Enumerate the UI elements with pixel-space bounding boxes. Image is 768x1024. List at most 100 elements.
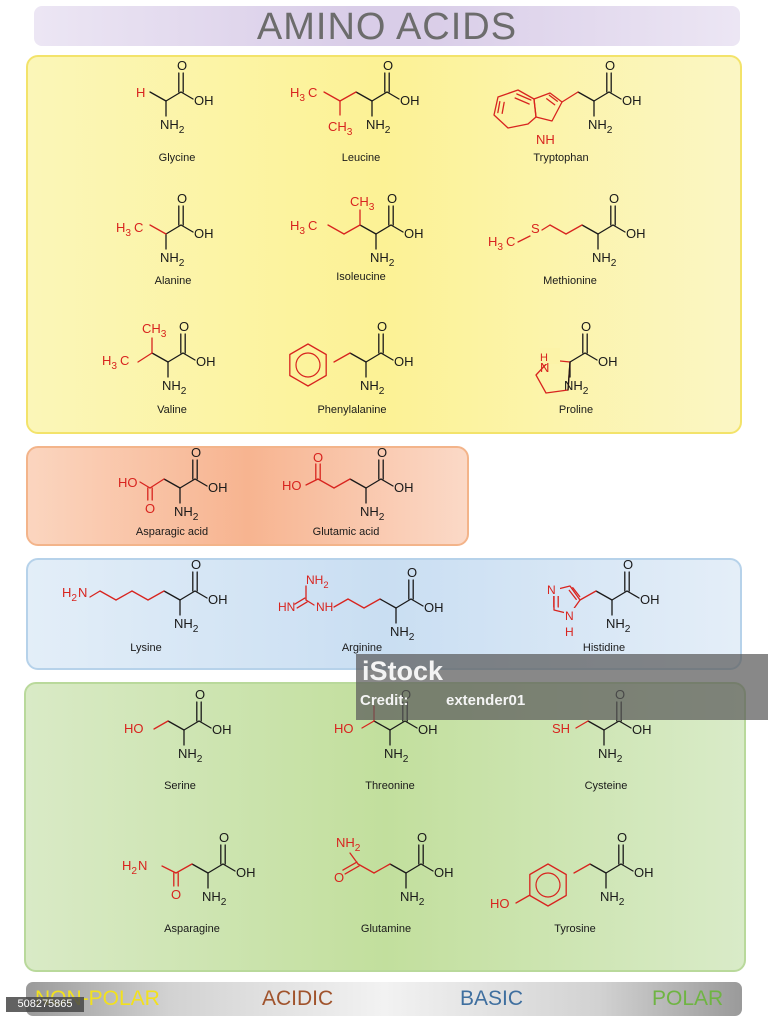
hydroxyl-label: OH — [598, 354, 618, 369]
pyrrole-ring — [533, 92, 563, 122]
backbone-bond — [380, 352, 394, 361]
backbone-bond — [380, 478, 394, 487]
methyl-carbon: C — [506, 234, 515, 249]
hydroxyl-label: OH — [404, 226, 424, 241]
carbonyl-oxygen: O — [195, 687, 205, 702]
backbone-bond — [605, 863, 622, 874]
backbone-bond — [365, 352, 382, 363]
side-chain-bond — [579, 590, 597, 601]
indole-nh: NH — [536, 132, 555, 147]
carbonyl-oxygen: O — [179, 319, 189, 334]
amino-acid-name: Lysine — [130, 642, 162, 654]
hydroxyl-label: OH — [208, 592, 228, 607]
aromatic-bond — [546, 98, 556, 106]
backbone-bond — [375, 224, 392, 235]
backbone-bond — [165, 224, 182, 235]
amine-label: NH2 — [360, 504, 385, 523]
carbonyl-oxygen: O — [313, 450, 323, 465]
methyl-label: H3 — [290, 218, 305, 237]
side-chain-bond — [151, 352, 169, 363]
backbone-bond — [405, 863, 422, 874]
aromatic-bond — [548, 94, 558, 102]
backbone-bond — [626, 590, 640, 599]
side-chain-bond — [167, 720, 185, 731]
backbone-bond — [207, 863, 224, 874]
backbone-bond — [179, 478, 196, 489]
carbonyl-oxygen: O — [334, 870, 344, 885]
amino-acid-name: Cysteine — [584, 780, 628, 792]
amine-label: NH2 — [360, 378, 385, 397]
amino-acid-name: Arginine — [341, 642, 383, 654]
ring-nitrogen: N — [540, 360, 549, 375]
polar-panel — [24, 682, 746, 972]
carbonyl-oxygen: O — [581, 319, 591, 334]
watermark-user: extender01 — [446, 692, 526, 709]
amino-acid-name: Valine — [157, 404, 187, 416]
backbone-bond — [395, 598, 412, 609]
side-chain-bond — [361, 720, 375, 729]
methyl-label: H3 — [116, 220, 131, 239]
hydroxyl-label: HO — [490, 896, 510, 911]
side-chain-bond — [339, 91, 357, 102]
side-chain-bond — [99, 590, 117, 601]
ring-nitrogen: N — [565, 609, 574, 623]
amine-label: NH2 — [306, 573, 329, 590]
hydroxyl-label: OH — [632, 722, 652, 737]
benzene-ring — [493, 89, 537, 129]
amine-label: NH2 — [600, 889, 625, 908]
carbonyl-oxygen: O — [407, 565, 417, 580]
side-chain-bond — [163, 590, 181, 601]
backbone-bond — [179, 590, 196, 601]
amino-acid-name: Histidine — [582, 642, 626, 654]
side-chain-bond — [379, 598, 397, 609]
carbonyl-oxygen: O — [387, 191, 397, 206]
side-chain-bond — [131, 590, 149, 601]
aromatic-circle — [295, 352, 321, 378]
amino-acid-name: Proline — [558, 404, 594, 416]
side-chain-bond — [363, 598, 381, 609]
amino-acid-name: Threonine — [365, 780, 415, 792]
side-chain-bond — [389, 863, 407, 874]
acidic-panel — [26, 446, 469, 546]
side-chain-bond — [89, 590, 101, 598]
aromatic-circle — [535, 872, 561, 898]
arginine-nh: NH — [316, 600, 333, 614]
basic-panel — [26, 558, 742, 670]
side-chain-bond — [359, 224, 377, 235]
amino-acid-name: Methionine — [543, 275, 597, 287]
amine-label: NH2 — [390, 624, 415, 643]
methyl-label: CH3 — [350, 194, 375, 213]
amino-acid-name: Asparagic acid — [135, 526, 209, 538]
hydroxyl-label: OH — [196, 354, 216, 369]
amine-label: NH2 — [174, 504, 199, 523]
backbone-bond — [569, 352, 586, 363]
carbonyl-oxygen: O — [191, 445, 201, 460]
title-bar: AMINO ACIDS — [34, 6, 740, 48]
backbone-bond — [198, 720, 212, 729]
hydroxyl-label: OH — [626, 226, 646, 241]
hydroxyl-label: HO — [282, 478, 302, 493]
side-chain-bond — [333, 478, 351, 489]
amino-acid-name: Isoleucine — [336, 271, 386, 283]
backbone-bond — [167, 352, 184, 363]
thiol-label: SH — [552, 721, 570, 736]
side-chain-bond — [149, 91, 167, 102]
side-chain-bond — [305, 599, 315, 606]
side-chain-bond — [587, 720, 605, 731]
carbonyl-oxygen: O — [171, 887, 181, 902]
side-chain-bond — [357, 863, 375, 874]
backbone-bond — [620, 863, 634, 872]
backbone-bond — [603, 720, 620, 731]
backbone-bond — [386, 91, 400, 100]
aromatic-bond — [568, 589, 577, 601]
watermark-id: 508275865 — [6, 997, 84, 1012]
imine-bond — [294, 597, 306, 605]
amine-label: NH2 — [162, 378, 187, 397]
hydroxyl-label: OH — [194, 93, 214, 108]
amino-acid-name: Tryptophan — [533, 152, 589, 164]
amine-label: NH2 — [606, 616, 631, 635]
side-chain-bond — [349, 478, 367, 489]
label-backdrop — [564, 608, 576, 622]
hydroxyl-label: OH — [236, 865, 256, 880]
carbonyl-oxygen: O — [617, 830, 627, 845]
